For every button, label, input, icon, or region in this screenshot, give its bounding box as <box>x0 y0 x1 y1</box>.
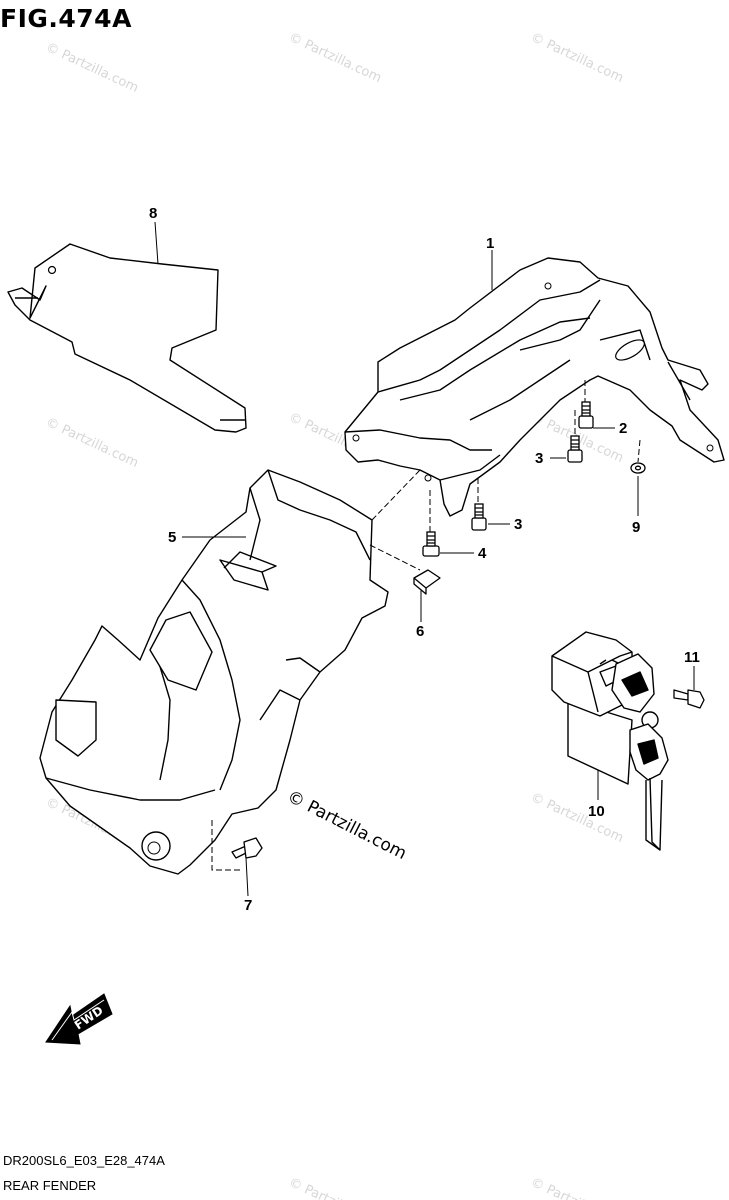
part-7-screw <box>231 837 263 859</box>
part-2-bolt <box>578 401 594 429</box>
watermark: © Partzilla.com <box>43 415 140 471</box>
part-1-slot <box>615 339 645 361</box>
part-9-washer <box>630 462 646 474</box>
callout-8: 8 <box>149 205 157 222</box>
watermark: © Partzilla.com <box>528 790 625 846</box>
callout-7: 7 <box>244 897 252 914</box>
watermark: © Partzilla.com <box>286 30 383 86</box>
part-8-plate <box>7 243 247 433</box>
callout-5: 5 <box>168 529 176 546</box>
watermark: © Partzilla.com <box>528 30 625 86</box>
watermark: © Partzilla.com <box>286 1175 383 1200</box>
callout-10: 10 <box>588 803 605 820</box>
part-1-hole <box>544 282 552 290</box>
leader-lines <box>154 221 695 897</box>
part-1-hole <box>424 474 432 482</box>
watermark-large: © Partzilla.com <box>284 787 410 864</box>
part-3-bolt <box>471 503 487 531</box>
callout-2: 2 <box>619 420 627 437</box>
callout-9: 9 <box>632 519 640 536</box>
fwd-arrow-icon: FWD <box>45 993 113 1045</box>
part-3-bolt <box>567 435 583 463</box>
part-6-clip <box>413 569 441 595</box>
callout-3: 3 <box>514 516 522 533</box>
part-5-fender-lower <box>39 469 389 875</box>
part-5-grommet-inner <box>147 841 161 855</box>
callout-1: 1 <box>486 235 494 252</box>
model-code: DR200SL6_E03_E28_474A <box>3 1153 165 1168</box>
watermark: © Partzilla.com <box>43 40 140 96</box>
part-10-helmet-lock <box>551 631 633 785</box>
part-5-grommet <box>141 831 171 861</box>
part-8-hole <box>47 265 57 275</box>
callout-4: 4 <box>478 545 487 562</box>
callout-3: 3 <box>535 450 543 467</box>
part-1-hole <box>352 434 360 442</box>
diagram-caption: REAR FENDER <box>3 1178 97 1193</box>
part-1-hole <box>706 444 714 452</box>
part-4-bolt <box>422 531 440 557</box>
key-icon <box>599 653 669 851</box>
figure-title: FIG.474A <box>0 4 132 33</box>
callout-6: 6 <box>416 623 424 640</box>
part-11-screw <box>673 689 705 709</box>
watermark: © Partzilla.com <box>528 1175 625 1200</box>
callout-11: 11 <box>684 649 700 666</box>
part-1-rear-fender <box>344 257 725 517</box>
